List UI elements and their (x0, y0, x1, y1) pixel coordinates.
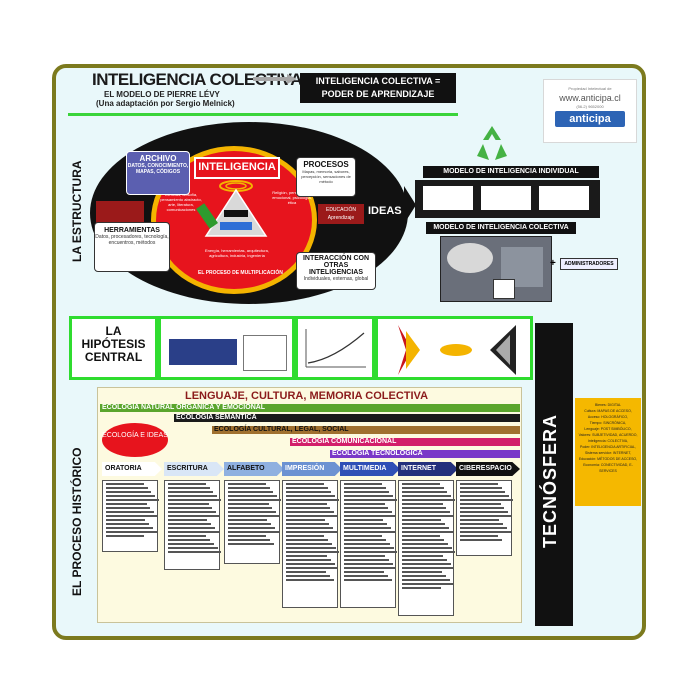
recycle-icon (477, 126, 507, 160)
equation-line-2: PODER DE APRENDIZAJE (321, 89, 435, 99)
ecology-bar: ECOLOGÍA TECNOLÓGICA (330, 450, 520, 458)
stage-label: INTERNET (398, 462, 458, 476)
administradores-label: ADMINISTRADORES (560, 258, 618, 270)
logo-phone: (56-2) 9652000 (576, 104, 604, 109)
stage-label: CIBERESPACIO (456, 462, 520, 476)
hipotesis-line-3: CENTRAL (84, 350, 143, 364)
hipotesis-image-waves (158, 316, 295, 380)
stage-column (398, 480, 456, 616)
stage-label: IMPRESIÓN (282, 462, 342, 476)
herramientas-text: Datos, procesadores, tecnología, encuent… (95, 234, 169, 246)
equation-badge: INTELIGENCIA COLECTIVA = PODER DE APREND… (300, 73, 456, 103)
procesos-title: PROCESOS (303, 160, 349, 169)
tecnosfera-note: Bienes: DIGITAL Cultura: MAPAS DE ACCESO,… (575, 398, 641, 506)
tecnosfera-note-line: Bienes: DIGITAL (594, 403, 621, 407)
history-heading: LENGUAJE, CULTURA, MEMORIA COLECTIVA (185, 390, 429, 402)
ecology-bar: ECOLOGÍA NATURAL ORGÁNICA Y EMOCIONAL (100, 404, 520, 412)
page-subtitle-author: (Una adaptación por Sergio Melnick) (96, 99, 235, 108)
interaccion-box: INTERACCIÓN CON OTRAS INTELIGENCIAS Indi… (296, 252, 376, 290)
procesos-text: Mapas, memoria, sabores, percepción, sen… (301, 169, 351, 184)
ecology-bar: ECOLOGÍA SEMÁNTICA (174, 414, 520, 422)
tecnosfera-note-line: Poder: INTELIGENCIA ARTIFICIAL, (580, 445, 636, 449)
ecology-bar: ECOLOGÍA COMUNICACIONAL (290, 438, 520, 446)
stage-label: ORATORIA (102, 462, 162, 476)
stage-label: MULTIMEDIA (340, 462, 400, 476)
stage-column (456, 480, 513, 556)
side-label-estructura: LA ESTRUCTURA (70, 160, 84, 262)
stage-label: ALFABETO (224, 462, 284, 476)
hipotesis-box: LA HIPÓTESIS CENTRAL (69, 316, 158, 380)
tecnosfera-note-line: Acceso: HOLOGRÁFICO, (587, 415, 629, 419)
stage-column (102, 480, 159, 552)
tecnosfera-note-line: Cultura: MAPAS DE ACCESO, (584, 409, 632, 413)
chevron-right-icon (404, 186, 416, 224)
tecnosfera-note-line: Sistema servidor: INTERNET, (584, 451, 632, 455)
tecnosfera-bar (535, 323, 573, 626)
proceso-multiplicacion-label: EL PROCESO DE MULTIPLICACIÓN (198, 270, 283, 276)
bottom-disciplines-text: Energía, herramientas, arquitectura, agr… (204, 248, 270, 258)
stage-column (224, 480, 281, 564)
equation-line-1: INTELIGENCIA COLECTIVA = (315, 76, 441, 86)
ideas-label: IDEAS (368, 205, 402, 217)
page-title: INTELIGENCIA COLECTIVA (92, 70, 303, 89)
logo-caption: Propiedad Intelectual de (568, 86, 612, 91)
plus-sign: + (550, 258, 556, 269)
logo-url: www.anticipa.cl (559, 93, 621, 103)
left-disciplines-text: Ciencias, filosofía, pensamiento abstrac… (160, 192, 202, 212)
ecologia-ideas-bubble: ECOLOGÍA E IDEAS (102, 423, 168, 457)
hipotesis-line-2: HIPÓTESIS (81, 337, 146, 351)
herramientas-box: HERRAMIENTAS Datos, procesadores, tecnol… (94, 222, 170, 272)
interaccion-title: INTERACCIÓN CON OTRAS INTELIGENCIAS (302, 255, 370, 276)
ecology-bar: ECOLOGÍA CULTURAL, LEGAL, SOCIAL (212, 426, 520, 434)
stage-column (282, 480, 340, 608)
stage-column (164, 480, 222, 570)
inteligencia-label: INTELIGENCIA (194, 157, 280, 179)
archivo-box: ARCHIVO DATOS, CONOCIMIENTO, MAPAS, CÓDI… (126, 151, 190, 195)
pyramid-icon (196, 180, 268, 237)
hipotesis-image-growth (295, 316, 375, 380)
tecnosfera-note-line: Inteligencia: COLECTIVA, (587, 439, 629, 443)
tecnosfera-label: TECNÓSFERA (540, 413, 560, 548)
modelo-colectiva-image (440, 236, 552, 302)
tecnosfera-note-line: Lenguaje: POST SIMBÓLICO, (584, 427, 632, 431)
tecnosfera-note-line: Economía: CONECTIVIDAD, E- (583, 463, 633, 467)
educacion-box: EDUCACIÓN Aprendizaje (318, 204, 364, 224)
modelo-individual-title: MODELO DE INTELIGENCIA INDIVIDUAL (423, 166, 599, 178)
modelo-colectiva-title: MODELO DE INTELIGENCIA COLECTIVA (426, 222, 576, 234)
herramientas-title: HERRAMIENTAS (104, 227, 160, 234)
hipotesis-line-1: LA (105, 324, 122, 338)
interaccion-text: Individuales, externas, global (303, 276, 369, 282)
header-divider (68, 113, 458, 116)
stage-column (340, 480, 398, 608)
arrow-right-icon (253, 74, 297, 84)
side-label-proceso: EL PROCESO HISTÓRICO (70, 447, 84, 596)
stage-label: ESCRITURA (164, 462, 224, 476)
right-disciplines-text: Religión, pensamiento emocional, psicolo… (272, 190, 312, 205)
archivo-text: DATOS, CONOCIMIENTO, MAPAS, CÓDIGOS (127, 163, 189, 175)
anticipa-logo: anticipa (555, 111, 625, 127)
tecnosfera-note-line: Tiempo: SINCRÓNICA, (589, 421, 627, 425)
tecnosfera-note-line: Valores: SUBJETIVIDAD, ACUERDO, (578, 433, 638, 437)
tecnosfera-note-line: Educación: MÉTODOS DE ACCESO, (578, 457, 638, 461)
page-subtitle: EL MODELO DE PIERRE LÉVY (104, 90, 220, 99)
archivo-title: ARCHIVO (139, 154, 177, 163)
modelo-individual-diagram (415, 180, 600, 218)
procesos-box: PROCESOS Mapas, memoria, sabores, percep… (296, 157, 356, 197)
hipotesis-image-funnel (375, 316, 533, 380)
tecnosfera-note-line: SERVICES (599, 469, 617, 473)
logo-box: Propiedad Intelectual de www.anticipa.cl… (543, 79, 637, 143)
